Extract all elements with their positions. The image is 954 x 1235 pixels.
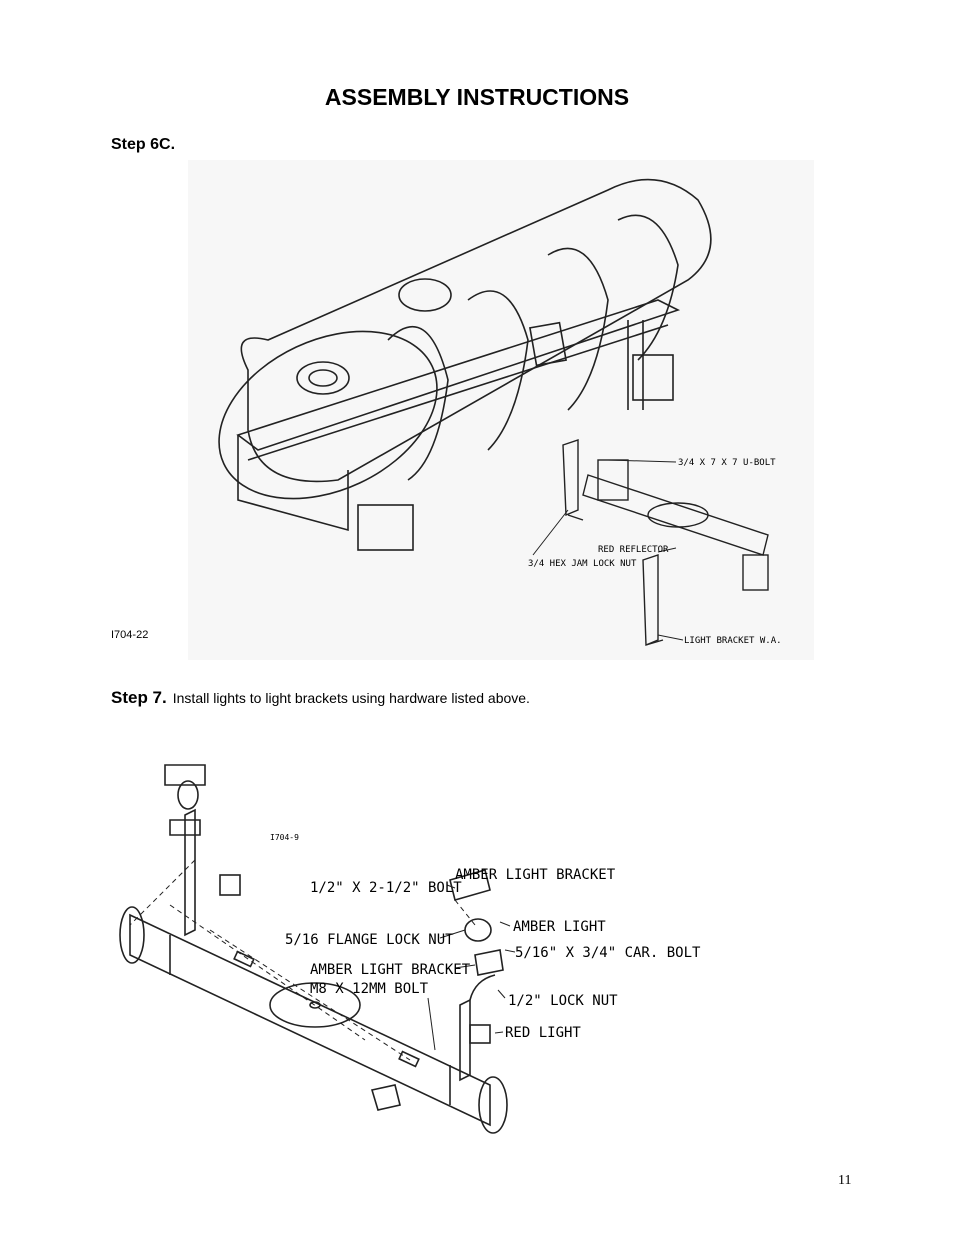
leader-lines [532, 459, 684, 641]
light-bracket-linework [562, 439, 769, 647]
axle-linework [119, 764, 508, 1134]
tank-linework [218, 178, 712, 551]
label-flange-lock-nut: 5/16 FLANGE LOCK NUT [285, 932, 454, 948]
step-7: Step 7. Install lights to light brackets … [111, 688, 530, 708]
step-7-text: Install lights to light brackets using h… [172, 690, 530, 706]
label-m8-bolt: M8 X 12MM BOLT [310, 981, 429, 997]
step-6c-heading: Step 6C. [111, 136, 176, 153]
label-amber-light: AMBER LIGHT [513, 919, 606, 935]
figure-code-i704-22: I704-22 [111, 629, 149, 641]
page-title: ASSEMBLY INSTRUCTIONS [324, 84, 630, 110]
label-red-light: RED LIGHT [505, 1025, 581, 1041]
step-7-heading: Step 7. [111, 688, 167, 707]
label-half-inch-bolt: 1/2" X 2-1/2" BOLT [310, 880, 462, 896]
label-amber-light-bracket-mid: AMBER LIGHT BRACKET [310, 962, 471, 978]
label-ubolt: 3/4 X 7 X 7 U-BOLT [678, 458, 776, 468]
label-light-bracket: LIGHT BRACKET W.A. [684, 636, 782, 646]
label-amber-light-bracket-top: AMBER LIGHT BRACKET [455, 867, 616, 883]
illustration-background [188, 160, 814, 660]
figure-code-i704-9: I704-9 [270, 833, 299, 842]
label-half-inch-lock-nut: 1/2" LOCK NUT [508, 993, 618, 1009]
dashed-assembly-lines [129, 859, 476, 1061]
label-hex-jam-nut: 3/4 HEX JAM LOCK NUT [528, 559, 637, 569]
label-red-reflector: RED REFLECTOR [598, 545, 669, 555]
leader-lines [427, 884, 516, 1051]
page-number: 11 [838, 1173, 852, 1188]
label-car-bolt: 5/16" X 3/4" CAR. BOLT [515, 945, 701, 961]
axle-lights-illustration: I704-9 AMBER LIGHT BRACKET 1/2" X 2-1/2"… [119, 764, 701, 1134]
tank-assembly-illustration: 3/4 X 7 X 7 U-BOLT RED REFLECTOR 3/4 HEX… [188, 160, 814, 660]
